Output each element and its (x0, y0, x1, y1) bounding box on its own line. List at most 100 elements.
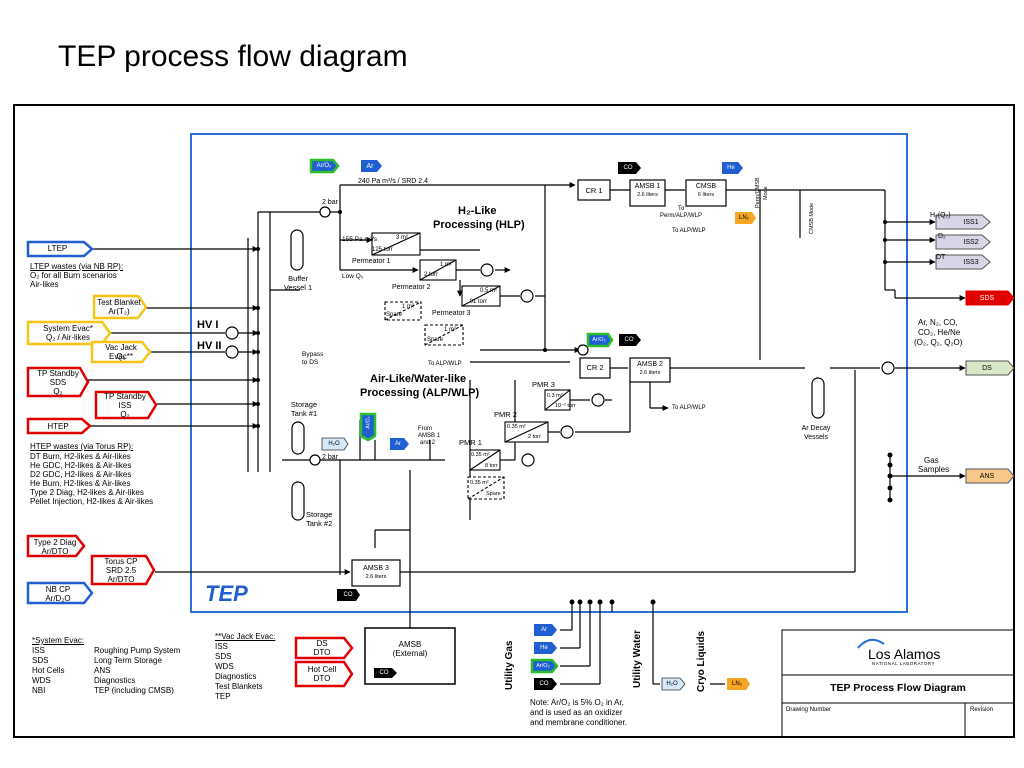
storage-tank-1-label-sub: Tank #1 (290, 409, 318, 418)
pmr3-label: PMR 3 (532, 380, 555, 389)
hv2-label: HV II (197, 340, 222, 352)
amsb3-box-sub: 2.6 liters (365, 574, 387, 580)
ltep-wastes-title: LTEP wastes (via NB RP): (30, 262, 124, 271)
perm1-area: 3 m² (396, 235, 408, 241)
co-supply-alp: CO (624, 337, 634, 343)
amsb3-box: AMSB 3 (363, 565, 389, 572)
ans-tag: ANS (979, 473, 995, 480)
flow-lines (88, 182, 966, 685)
co-utility: CO (539, 681, 549, 687)
hot-cell-dto-tag-sub: DTO (313, 674, 331, 683)
pmr2-pressure: 2 torr (528, 434, 541, 440)
logo-swoosh-icon (857, 638, 885, 649)
input-tags (26, 240, 354, 688)
co-supply: CO (623, 165, 633, 171)
drawing-number-label: Drawing Number (786, 707, 832, 713)
drawing-title: TEP Process Flow Diagram (830, 682, 966, 694)
alp-title: Air-Like/Water-like (370, 373, 467, 385)
to-perm-label-sub: Perm/ALP/WLP (660, 213, 703, 219)
to-alp-wlp-top: To ALP/WLP (672, 228, 706, 234)
to-alp-wlp-left: To ALP/WLP (428, 361, 462, 367)
pmr1-pressure: 8 torr (485, 463, 498, 469)
tp-standby-sds-tag-sub: Q₂ (53, 387, 63, 396)
amsb1-box: AMSB 1 (634, 183, 661, 190)
ds-dto-tag: DS (316, 639, 328, 648)
two-bar-low-label: 2 bar (322, 454, 338, 461)
ds-dto-tag-sub: DTO (313, 648, 331, 657)
ar-supply: Ar (366, 163, 374, 170)
ar-decay-label: Ar Decay (801, 425, 831, 432)
he-supply: He (727, 165, 735, 171)
htep-wastes-line: D2 GDC, H2-likes & Air-likes (30, 470, 132, 479)
legend-value: Long Term Storage (94, 656, 162, 665)
h2-q2-label: H₂(Q₂) (930, 212, 951, 219)
system-evac-tag-sub: Q₂ / Air-likes (46, 333, 90, 342)
torus-cp-tag: Torus CP (104, 557, 138, 566)
perm1-pressure: 125 torr (372, 247, 393, 253)
legend-value: TEP (including CMSB) (94, 686, 174, 695)
spare-area: 1 m² (444, 327, 456, 333)
legend-key: WDS (32, 676, 51, 685)
iss2-tag: ISS2 (963, 239, 979, 246)
low-q2-label: Low Q₂ (342, 273, 364, 280)
perm-cmsb-mode-label-sub: Mode (763, 186, 769, 200)
utility-note: and is used as an oxidizer (530, 708, 623, 717)
pmr1-area: 0.35 m² (471, 452, 490, 458)
htep-wastes-line: Pellet Injection, H2-likes & Air-likes (30, 497, 154, 506)
vessels (290, 229, 825, 521)
from-amsb-label: From (418, 426, 432, 432)
d2-label: D₂ (938, 233, 946, 240)
legend-value: ANS (94, 666, 111, 675)
nb-cp-tag-sub: Ar/D₂O (45, 594, 71, 603)
vac-jack-tag-sub: Q₂ (116, 352, 126, 361)
tep-boundary (190, 133, 908, 613)
htep-wastes-title: HTEP wastes (via Torus RP): (30, 442, 134, 451)
legend-value: Roughing Pump System (94, 646, 181, 655)
htep-wastes-line: DT Burn, H2-likes & Air-likes (30, 452, 131, 461)
system-evac-tag: System Evac* (43, 324, 93, 333)
iss1-tag: ISS1 (963, 219, 979, 226)
buffer-vessel-label-sub: Vessel 1 (283, 283, 313, 292)
ar-o2-utility: Ar/O₂ (536, 663, 550, 669)
to-alp-wlp-right: To ALP/WLP (672, 405, 706, 411)
type2-diag-tag: Type 2 Diag (33, 538, 77, 547)
co-supply-amsb3: CO (343, 592, 353, 598)
legend-key: ISS (32, 646, 45, 655)
ltep-wastes-line: O₂ for all Burn scenarios (30, 271, 117, 280)
vac-jack-legend-title: **Vac Jack Evac: (215, 632, 276, 641)
legend-item: Test Blankets (215, 682, 263, 691)
test-blanket-tag-sub: Ar(T₂) (108, 307, 130, 316)
amsb-external-box: AMSB (398, 640, 422, 649)
gas-samples-label-sub: Samples (918, 465, 950, 474)
pmr2-label: PMR 2 (494, 410, 517, 419)
cmsb-box-sub: 6 liters (697, 192, 715, 198)
perm3-area: 0.5 m² (480, 288, 498, 294)
spare-boxes (384, 301, 505, 500)
permeator-boxes (371, 232, 571, 471)
legend-item: ISS (215, 642, 228, 651)
amsb1-box-sub: 2.6 liters (637, 192, 658, 198)
flow-155-label: 155 Pa m³/s (342, 236, 378, 243)
utility-note: Note: Ar/O₂ is 5% O₂ in Ar, (530, 698, 624, 707)
pmr1-label: PMR 1 (459, 438, 482, 447)
pumps (225, 206, 895, 467)
ar-o2-supply: Ar/O₂ (316, 163, 332, 169)
ltep-wastes-line: Air-likes (30, 280, 59, 289)
h2o-supply: H₂O (328, 441, 340, 447)
tp-standby-sds-tag: TP Standby (37, 369, 79, 378)
from-amsb-label-sub: and 2 (420, 440, 436, 446)
htep-wastes-line: He GDC, H2-likes & Air-likes (30, 461, 132, 470)
bypass-label: Bypass (302, 351, 324, 358)
permeator-3-label: Permeator 3 (432, 310, 471, 317)
legend-item: WDS (215, 662, 234, 671)
cr2-box: CR 2 (586, 363, 604, 372)
ds-gases-sub: CO₂, He/Ne (918, 328, 961, 337)
cr1-box: CR 1 (585, 186, 603, 195)
two-bar-top-label: 2 bar (322, 199, 338, 206)
spare-label: Spare (427, 337, 444, 343)
ar-o2-supply-alp: Ar/O₂ (592, 337, 606, 343)
legend-key: Hot Cells (32, 666, 65, 675)
ds-gases-sub: (O₂, Q₂, Q₂O) (914, 338, 963, 347)
perm3-pressure: .01 torr (468, 299, 488, 305)
revision-label: Revision (970, 707, 994, 713)
